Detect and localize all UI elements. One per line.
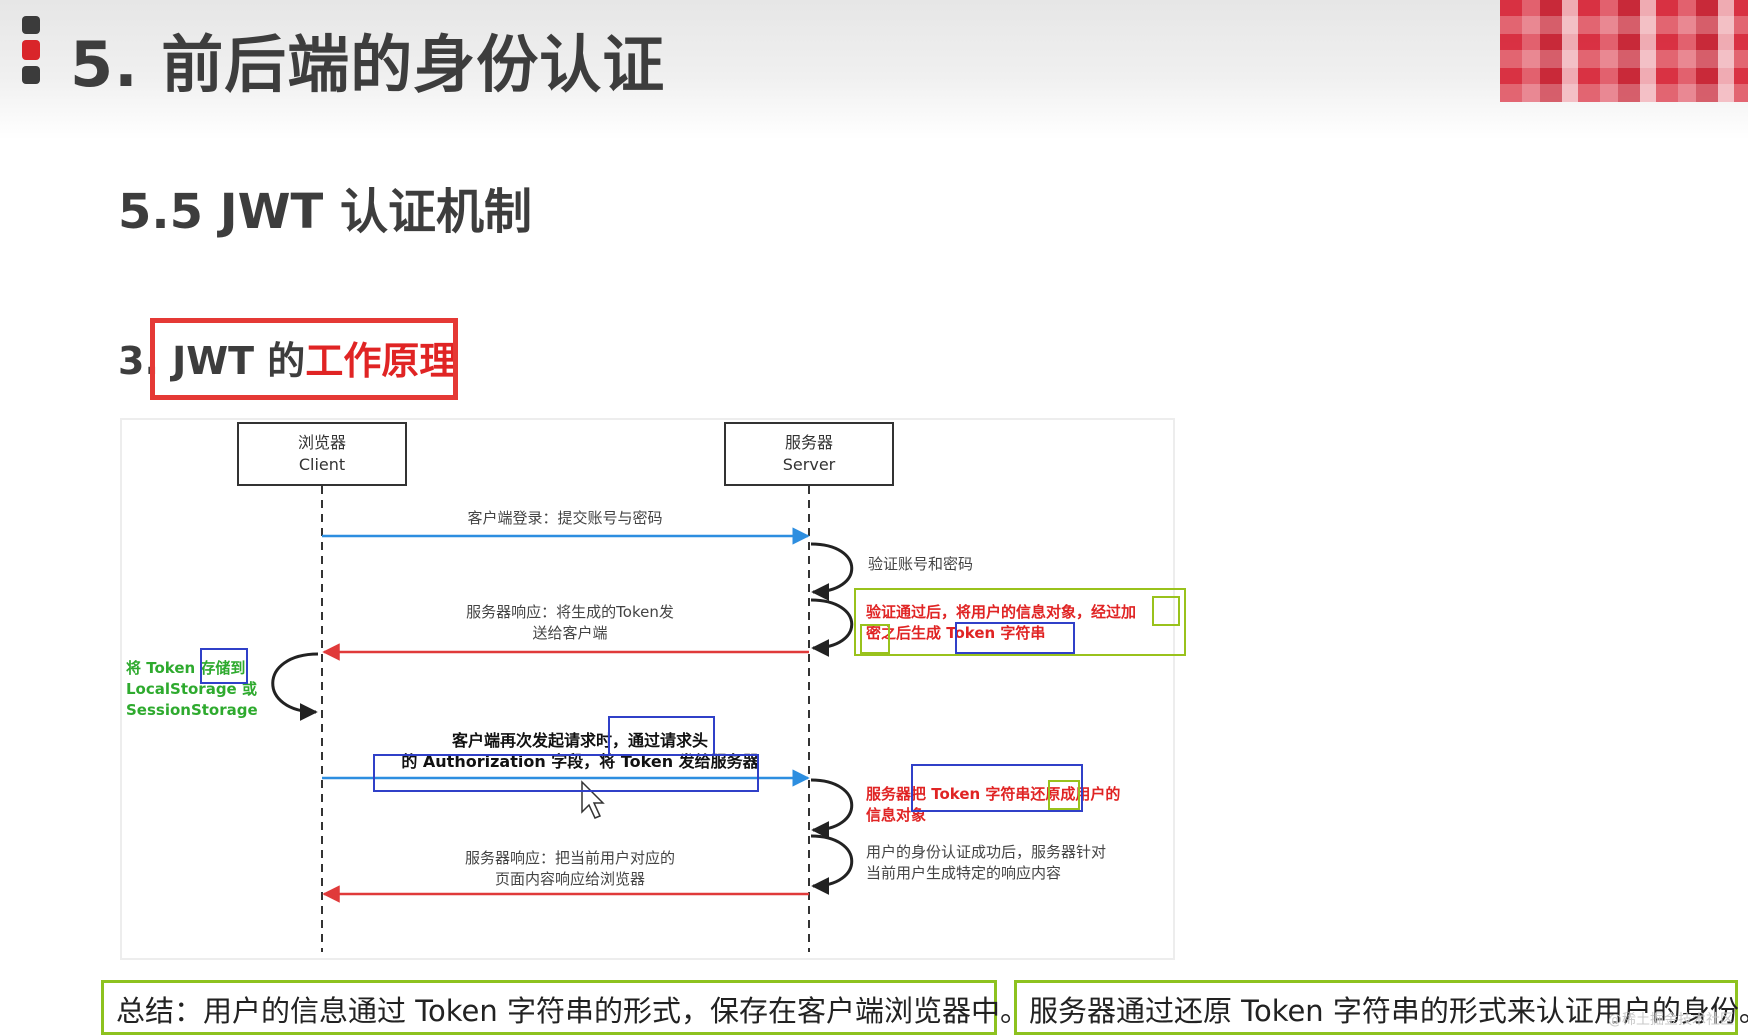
- auth-note-line1: 用户的身份认证成功后，服务器针对: [866, 843, 1107, 861]
- store-loop: [271, 652, 319, 721]
- generate-loop: [810, 598, 854, 657]
- request-header-blue-box: [608, 716, 715, 756]
- summary-text: 总结：用户的信息通过 Token 字符串的形式，保存在客户端浏览器中。服务器通过…: [116, 988, 1748, 1030]
- restore-token-note-line1: 服务器把 Token 字符串还原成用户的: [866, 785, 1121, 803]
- store-token-note: 将 Token 存储到 LocalStorage 或 SessionStorag…: [126, 658, 258, 721]
- sequence-diagram: [120, 418, 1175, 960]
- section-heading: 3. JWT 的工作原理: [118, 330, 457, 385]
- client-actor: 浏览器 Client: [237, 422, 407, 486]
- restore-green-box: [1048, 780, 1080, 810]
- summary-part2: 服务器通过还原 Token 字符串的形式来认证用户的身份。: [1028, 994, 1748, 1028]
- restore-blue-box: [911, 764, 1083, 812]
- server-actor-label-en: Server: [782, 455, 836, 474]
- response-message-line1: 服务器响应：将生成的Token发: [466, 603, 674, 621]
- response-message-line2: 送给客户端: [532, 624, 608, 642]
- store-token-note-line2: LocalStorage 或: [126, 680, 257, 698]
- summary-box-left: [101, 980, 997, 1035]
- auth-note-line2: 当前用户生成特定的响应内容: [866, 864, 1062, 882]
- watermark: @稀土掘金技术社区: [1608, 1012, 1734, 1028]
- final-response-message-line2: 页面内容响应给浏览器: [494, 870, 645, 888]
- response-message: 服务器响应：将生成的Token发 送给客户端: [390, 602, 750, 644]
- restore-loop: [810, 778, 854, 839]
- title-marker-icon: [22, 16, 40, 84]
- section-heading-prefix: 3. JWT 的: [118, 339, 306, 383]
- generate-token-note-line1: 验证通过后，将用户的信息对象，经过加: [866, 603, 1137, 621]
- final-response-message-line1: 服务器响应：把当前用户对应的: [464, 849, 675, 867]
- request-message-line2: 的 Authorization 字段，将 Token 发给服务器: [401, 752, 759, 771]
- summary-box-right: [1014, 980, 1738, 1035]
- blurred-logo: [1500, 0, 1748, 102]
- auth-loop: [810, 834, 854, 895]
- page-title: 5. 前后端的身份认证: [70, 28, 666, 101]
- verify-loop: [810, 542, 854, 601]
- server-actor: 服务器 Server: [724, 422, 894, 486]
- generate-note-green-box: [854, 588, 1186, 656]
- encrypt-green-box-2: [860, 624, 890, 654]
- store-blue-box: [200, 648, 248, 684]
- store-token-note-line1: 将 Token 存储到: [126, 659, 246, 677]
- summary-part1: 总结：用户的信息通过 Token 字符串的形式，保存在客户端浏览器中。: [116, 994, 1029, 1028]
- login-message: 客户端登录：提交账号与密码: [467, 509, 663, 527]
- authorization-blue-box: [373, 754, 759, 792]
- client-actor-label-cn: 浏览器: [297, 433, 346, 452]
- verify-note: 验证账号和密码: [868, 555, 974, 573]
- encrypt-green-box: [1152, 596, 1180, 626]
- auth-note: 用户的身份认证成功后，服务器针对 当前用户生成特定的响应内容: [866, 842, 1106, 884]
- final-response-message: 服务器响应：把当前用户对应的 页面内容响应给浏览器: [400, 848, 740, 890]
- section-heading-highlight-box: [150, 318, 458, 400]
- store-token-note-line3: SessionStorage: [126, 701, 258, 719]
- client-actor-label-en: Client: [298, 455, 346, 474]
- header-band: 5. 前后端的身份认证: [0, 0, 1748, 140]
- section-subtitle: 5.5 JWT 认证机制: [118, 184, 533, 240]
- request-message-line1: 客户端再次发起请求时，通过请求头: [451, 731, 708, 750]
- token-string-blue-box: [955, 622, 1075, 654]
- section-heading-highlight: 工作原理: [305, 339, 458, 383]
- request-message: 客户端再次发起请求时，通过请求头 的 Authorization 字段，将 To…: [370, 730, 790, 772]
- server-actor-label-cn: 服务器: [784, 433, 833, 452]
